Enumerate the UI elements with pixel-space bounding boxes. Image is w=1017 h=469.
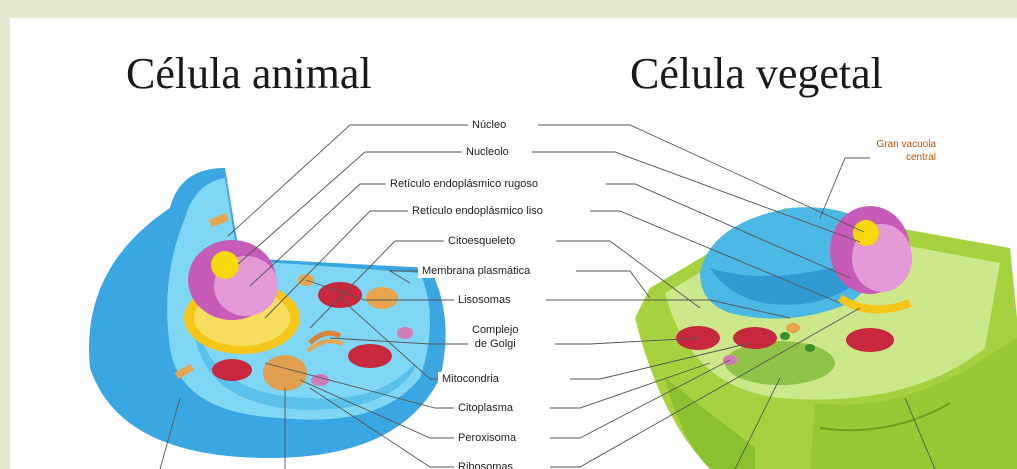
label-golgi-line2: de Golgi [472,337,518,351]
plant-cell-title: Célula vegetal [630,52,883,96]
label-nucleolo: Nucleolo [462,145,513,159]
animal-cell-title: Célula animal [126,52,372,96]
label-gran-vacuola-central: Gran vacuola central [848,138,936,164]
label-golgi-line1: Complejo [472,323,518,337]
animal-cell [89,168,446,458]
label-vacuola-line2: central [848,151,936,164]
label-reticulo-liso: Retículo endoplásmico liso [408,204,547,218]
label-peroxisoma: Peroxisoma [454,431,520,445]
label-complejo-golgi: Complejo de Golgi [468,323,522,351]
label-mitocondria: Mitocondria [438,372,503,386]
label-citoplasma: Citoplasma [454,401,517,415]
label-lisosomas: Lisosomas [454,293,515,307]
label-vacuola-line1: Gran vacuola [848,138,936,151]
animal-nucleolus [211,251,239,279]
plant-nucleolus [853,220,879,246]
label-membrana-plasmatica: Membrana plasmática [418,264,534,278]
label-ribosomas: Ribosomas [454,460,517,469]
label-nucleo: Núcleo [468,118,510,132]
plant-cell [635,206,1017,469]
diagram-frame: Célula animal Célula vegetal Núcleo Nucl… [10,18,1017,469]
label-reticulo-rugoso: Retículo endoplásmico rugoso [386,177,542,191]
label-citoesqueleto: Citoesqueleto [444,234,519,248]
